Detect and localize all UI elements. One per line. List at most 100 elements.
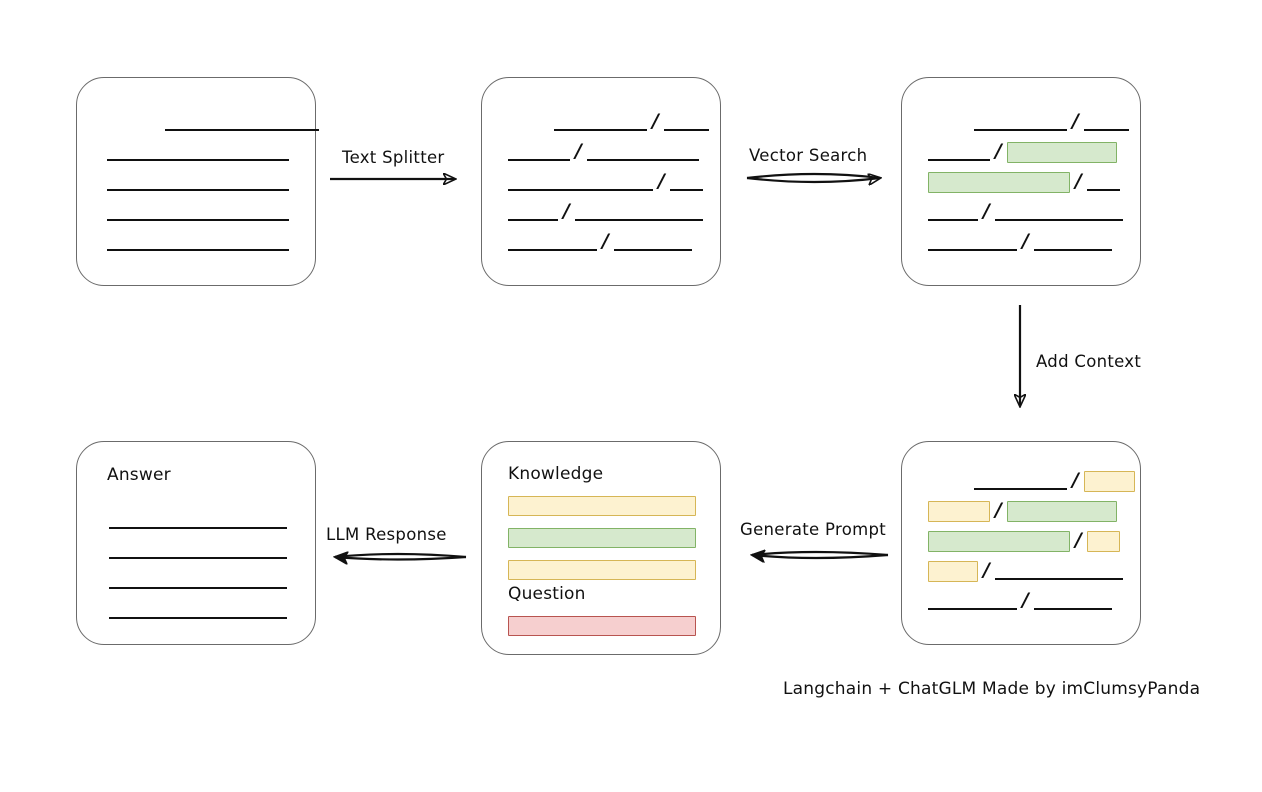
arrow-label-generate-prompt: Generate Prompt <box>740 520 886 539</box>
text-rule <box>109 527 287 529</box>
text-rule <box>928 608 1017 610</box>
footer-credit: Langchain + ChatGLM Made by imClumsyPand… <box>783 679 1201 699</box>
document-line: / <box>508 111 709 133</box>
text-rule <box>1033 608 1112 610</box>
text-rule <box>974 488 1067 490</box>
highlight-chip-yellow <box>928 500 990 522</box>
text-rule <box>1083 129 1129 131</box>
document-line: / <box>928 470 1135 492</box>
document-line: / <box>928 111 1129 133</box>
box-answer[interactable]: Answer <box>76 441 316 645</box>
arrow-label-vector-search: Vector Search <box>749 146 868 165</box>
text-rule <box>109 557 287 559</box>
segment-separator-slash: / <box>658 169 665 192</box>
text-rule <box>928 249 1017 251</box>
segment-separator-slash: / <box>995 139 1002 162</box>
highlight-chip-green <box>1006 141 1117 163</box>
document-line <box>107 201 289 223</box>
text-rule <box>107 219 289 221</box>
box-split-document[interactable]: / / / / / <box>481 77 721 286</box>
text-rule <box>109 587 287 589</box>
document-line: / <box>508 231 692 253</box>
document-line: / <box>928 231 1112 253</box>
document-line <box>107 171 289 193</box>
text-rule <box>669 189 703 191</box>
box-search-result-document[interactable]: / / / / / <box>901 77 1141 286</box>
segment-separator-slash: / <box>1072 109 1079 132</box>
text-rule <box>1086 189 1120 191</box>
text-rule <box>613 249 692 251</box>
document-line: / <box>928 141 1117 163</box>
arrow-generate-prompt <box>752 552 889 558</box>
knowledge-heading: Knowledge <box>508 464 604 484</box>
document-line: / <box>928 530 1120 552</box>
text-rule <box>109 617 287 619</box>
segment-separator-slash: / <box>652 109 659 132</box>
segment-separator-slash: / <box>995 498 1002 521</box>
text-rule <box>663 129 709 131</box>
text-rule <box>508 189 653 191</box>
box-source-document[interactable] <box>76 77 319 286</box>
text-rule <box>508 249 597 251</box>
document-line: / <box>928 500 1117 522</box>
document-line: / <box>928 560 1123 582</box>
text-rule <box>107 159 289 161</box>
knowledge-bar-1 <box>508 496 696 516</box>
text-rule <box>107 249 289 251</box>
text-rule <box>586 159 699 161</box>
text-rule <box>508 219 558 221</box>
segment-separator-slash: / <box>983 558 990 581</box>
highlight-chip-yellow <box>928 560 978 582</box>
text-rule <box>554 129 647 131</box>
box-prompt[interactable]: Knowledge Question <box>481 441 721 655</box>
document-line <box>109 599 287 621</box>
question-bar-1 <box>508 616 696 636</box>
question-heading: Question <box>508 584 586 604</box>
answer-heading: Answer <box>107 465 171 485</box>
segment-separator-slash: / <box>1022 588 1029 611</box>
knowledge-bar-2 <box>508 528 696 548</box>
text-rule <box>994 219 1123 221</box>
highlight-chip-green <box>928 171 1070 193</box>
arrow-vector-search <box>746 174 880 182</box>
text-rule <box>928 159 990 161</box>
highlight-chip-green <box>928 530 1070 552</box>
arrow-llm-response <box>335 554 467 560</box>
document-line <box>109 539 287 561</box>
text-rule <box>574 219 703 221</box>
segment-separator-slash: / <box>602 229 609 252</box>
document-line: / <box>508 171 703 193</box>
document-line <box>107 231 289 253</box>
knowledge-bar-3 <box>508 560 696 580</box>
document-line: / <box>508 141 699 163</box>
segment-separator-slash: / <box>563 199 570 222</box>
box-context-document[interactable]: / / / / / <box>901 441 1141 645</box>
document-line: / <box>928 201 1123 223</box>
highlight-chip-green <box>1006 500 1117 522</box>
document-line: / <box>928 171 1120 193</box>
text-rule <box>1033 249 1112 251</box>
document-line <box>109 569 287 591</box>
arrow-label-text-splitter: Text Splitter <box>342 148 445 167</box>
document-line <box>109 509 287 531</box>
arrow-label-llm-response: LLM Response <box>326 525 447 544</box>
arrow-label-add-context: Add Context <box>1036 352 1142 371</box>
document-line: / <box>928 590 1112 612</box>
text-rule <box>994 578 1123 580</box>
text-rule <box>107 189 289 191</box>
segment-separator-slash: / <box>1022 229 1029 252</box>
highlight-chip-yellow <box>1086 530 1120 552</box>
document-line <box>107 141 289 163</box>
segment-separator-slash: / <box>1075 169 1082 192</box>
text-rule <box>508 159 570 161</box>
segment-separator-slash: / <box>1072 468 1079 491</box>
segment-separator-slash: / <box>1075 528 1082 551</box>
segment-separator-slash: / <box>983 199 990 222</box>
highlight-chip-yellow <box>1083 470 1135 492</box>
document-line <box>107 111 319 133</box>
text-rule <box>165 129 319 131</box>
document-line: / <box>508 201 703 223</box>
text-rule <box>974 129 1067 131</box>
segment-separator-slash: / <box>575 139 582 162</box>
